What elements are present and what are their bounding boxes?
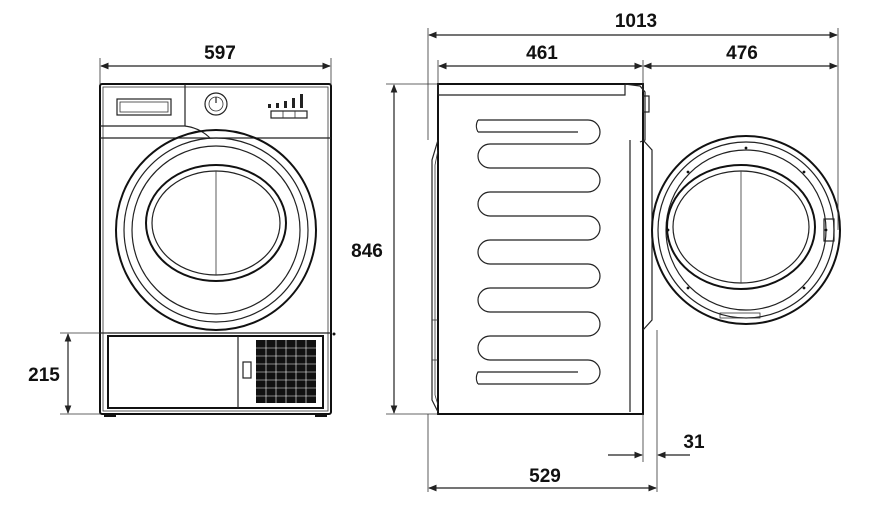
dimension-door-extension: 476 [643,43,838,70]
dimension-depth-with-door: 529 [427,414,657,492]
program-knob-icon [204,92,228,116]
dimension-overall-height: 846 [351,83,438,415]
label-plinth-height: 215 [28,365,60,386]
open-door [642,135,841,331]
label-door-thickness: 31 [683,432,705,453]
label-total-depth: 1013 [615,11,657,32]
dimension-front-width: 597 [99,43,332,84]
label-depth-with-door: 529 [529,466,561,487]
plinth [100,332,336,417]
side-view: 1013 461 476 846 31 [351,11,841,492]
label-front-width: 597 [204,43,236,64]
dimension-plinth-height: 215 [28,332,108,415]
label-body-depth: 461 [526,43,558,64]
display-window [116,98,172,116]
dimension-body-depth: 461 [437,43,644,92]
dimension-total-depth: 1013 [427,11,839,230]
control-buttons [268,94,308,119]
front-view: 597 215 [28,43,336,417]
heat-exchanger-coil [477,119,601,385]
dimension-door-thickness: 31 [608,330,705,492]
label-overall-height: 846 [351,241,383,262]
front-door [115,129,317,331]
label-door-extension: 476 [726,43,758,64]
